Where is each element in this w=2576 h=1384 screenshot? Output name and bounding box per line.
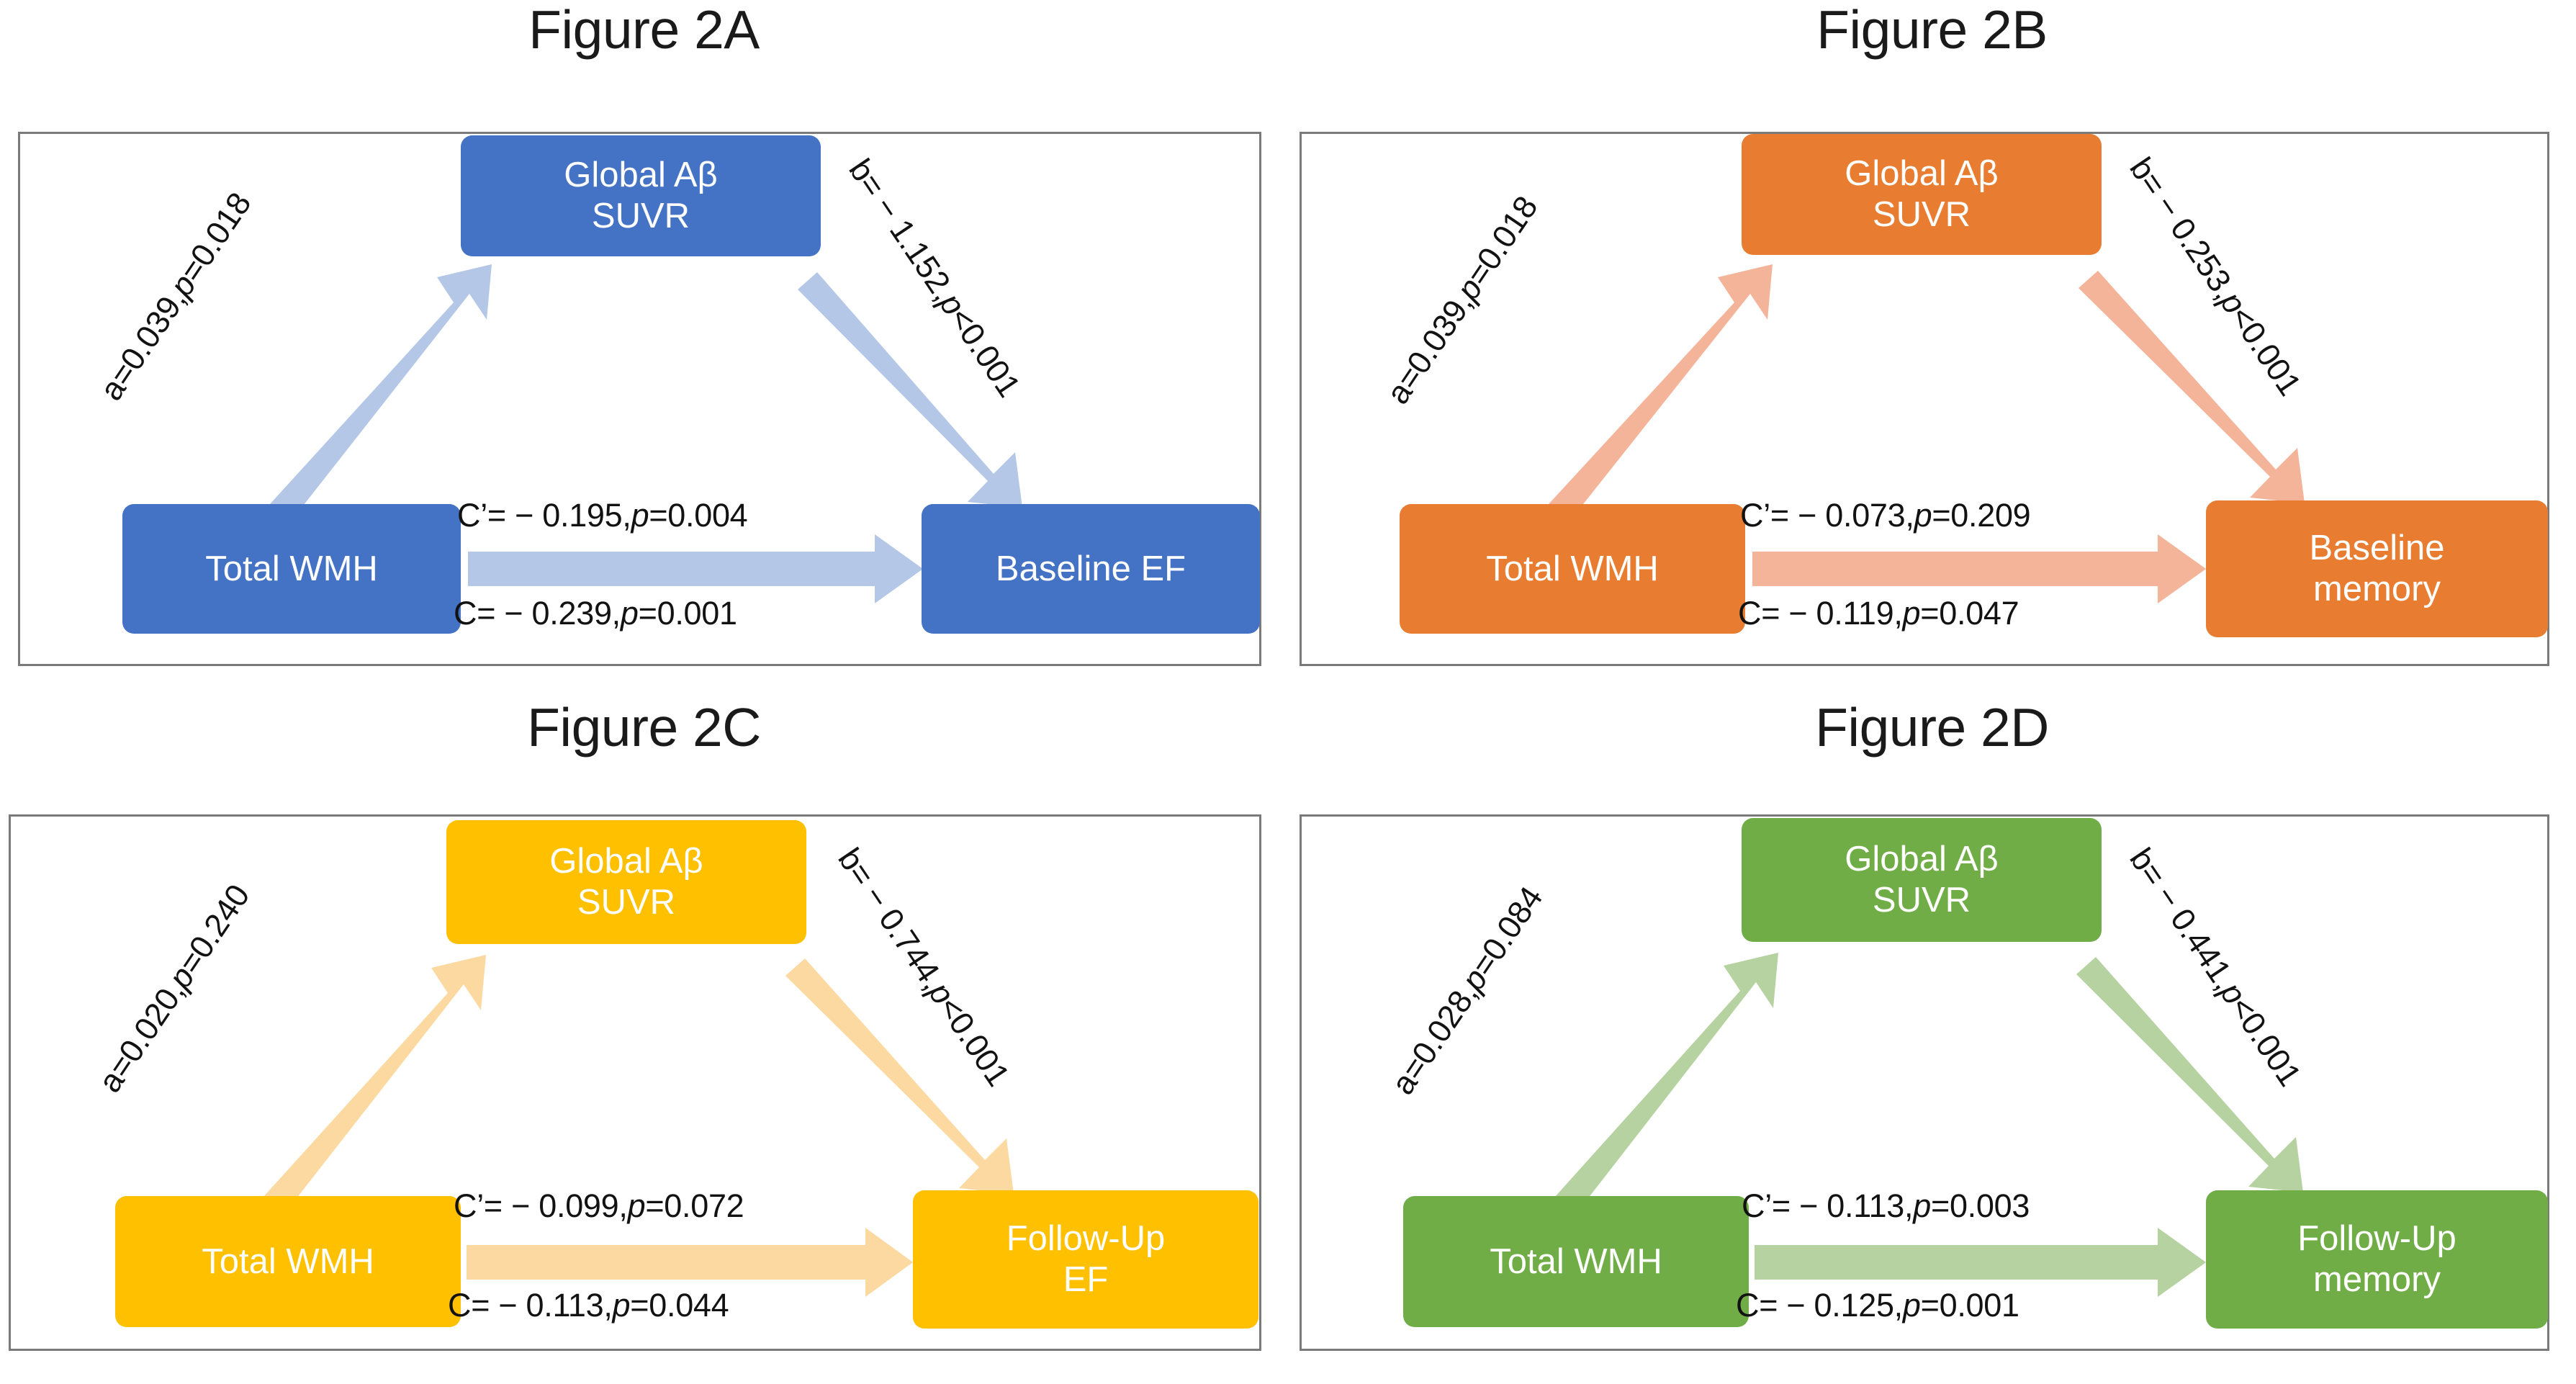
path-label-c-prime-2a: C’= − 0.195,p=0.004: [457, 497, 748, 534]
panel-title-2b: Figure 2B: [1816, 0, 2048, 60]
panel-title-2d: Figure 2D: [1815, 697, 2049, 758]
node-predictor-label-2d: Total WMH: [1490, 1241, 1662, 1281]
node-predictor-label-2a: Total WMH: [205, 549, 378, 588]
node-outcome-label-2a: Baseline EF: [995, 549, 1186, 588]
panel-title-2a: Figure 2A: [528, 0, 760, 60]
node-predictor-2c[interactable]: Total WMH: [115, 1196, 461, 1327]
path-label-c-total-2a: C= − 0.239,p=0.001: [454, 595, 737, 632]
path-label-c-prime-2b: C’= − 0.073,p=0.209: [1740, 497, 2031, 534]
path-label-c-prime-2c: C’= − 0.099,p=0.072: [454, 1187, 744, 1224]
path-label-c-total-2c: C= − 0.113,p=0.044: [448, 1287, 729, 1324]
path-label-c-total-2b: C= − 0.119,p=0.047: [1738, 595, 2019, 632]
panel-title-2c: Figure 2C: [527, 697, 761, 758]
node-predictor-label-2c: Total WMH: [202, 1241, 374, 1281]
path-label-c-total-2d: C= − 0.125,p=0.001: [1736, 1287, 2019, 1324]
node-predictor-2b[interactable]: Total WMH: [1400, 504, 1745, 634]
node-outcome-2a[interactable]: Baseline EF: [922, 504, 1260, 634]
node-predictor-label-2b: Total WMH: [1486, 549, 1659, 588]
path-label-c-prime-2d: C’= − 0.113,p=0.003: [1742, 1187, 2030, 1224]
node-predictor-2d[interactable]: Total WMH: [1403, 1196, 1749, 1327]
node-predictor-2a[interactable]: Total WMH: [122, 504, 461, 634]
